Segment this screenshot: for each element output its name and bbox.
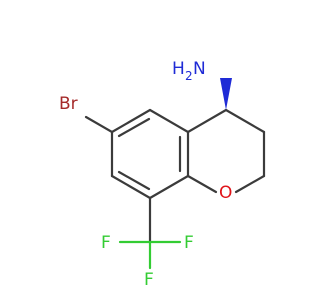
molecule-canvas: H 2 N Br O F F F [59,59,266,290]
amine-nitrogen-label: H [172,59,185,79]
bond-c4a-c5 [110,108,152,134]
bromine-label: Br [59,94,78,114]
bond-c4-c3 [224,108,266,134]
trifluoromethyl-group [118,196,182,270]
ring-oxygen-label: O [219,183,232,203]
amine-hydrogen-count: 2 [185,69,193,83]
structure-diagram: H 2 N Br O F F F [59,59,266,290]
amine-n-label: N [193,59,206,79]
bond-c2-o [234,174,266,194]
fluorine-bottom-label: F [144,270,154,290]
bond-c6-c7 [110,174,152,200]
bond-o-c8 [186,174,218,194]
pyran-ring [186,108,266,194]
benzene-ring [110,108,190,200]
fluorine-left-label: F [101,233,111,253]
bond-c5-br [84,115,114,134]
fluorine-right-label: F [184,233,194,253]
wedge-bond [220,78,232,110]
bond-c8a-c4 [186,108,228,134]
bond-c7-c8 [148,174,190,200]
double-bond-c6-c7 [117,170,151,191]
double-bond-c4a-c5 [117,117,151,138]
bond-c8a-c4a [148,108,190,134]
